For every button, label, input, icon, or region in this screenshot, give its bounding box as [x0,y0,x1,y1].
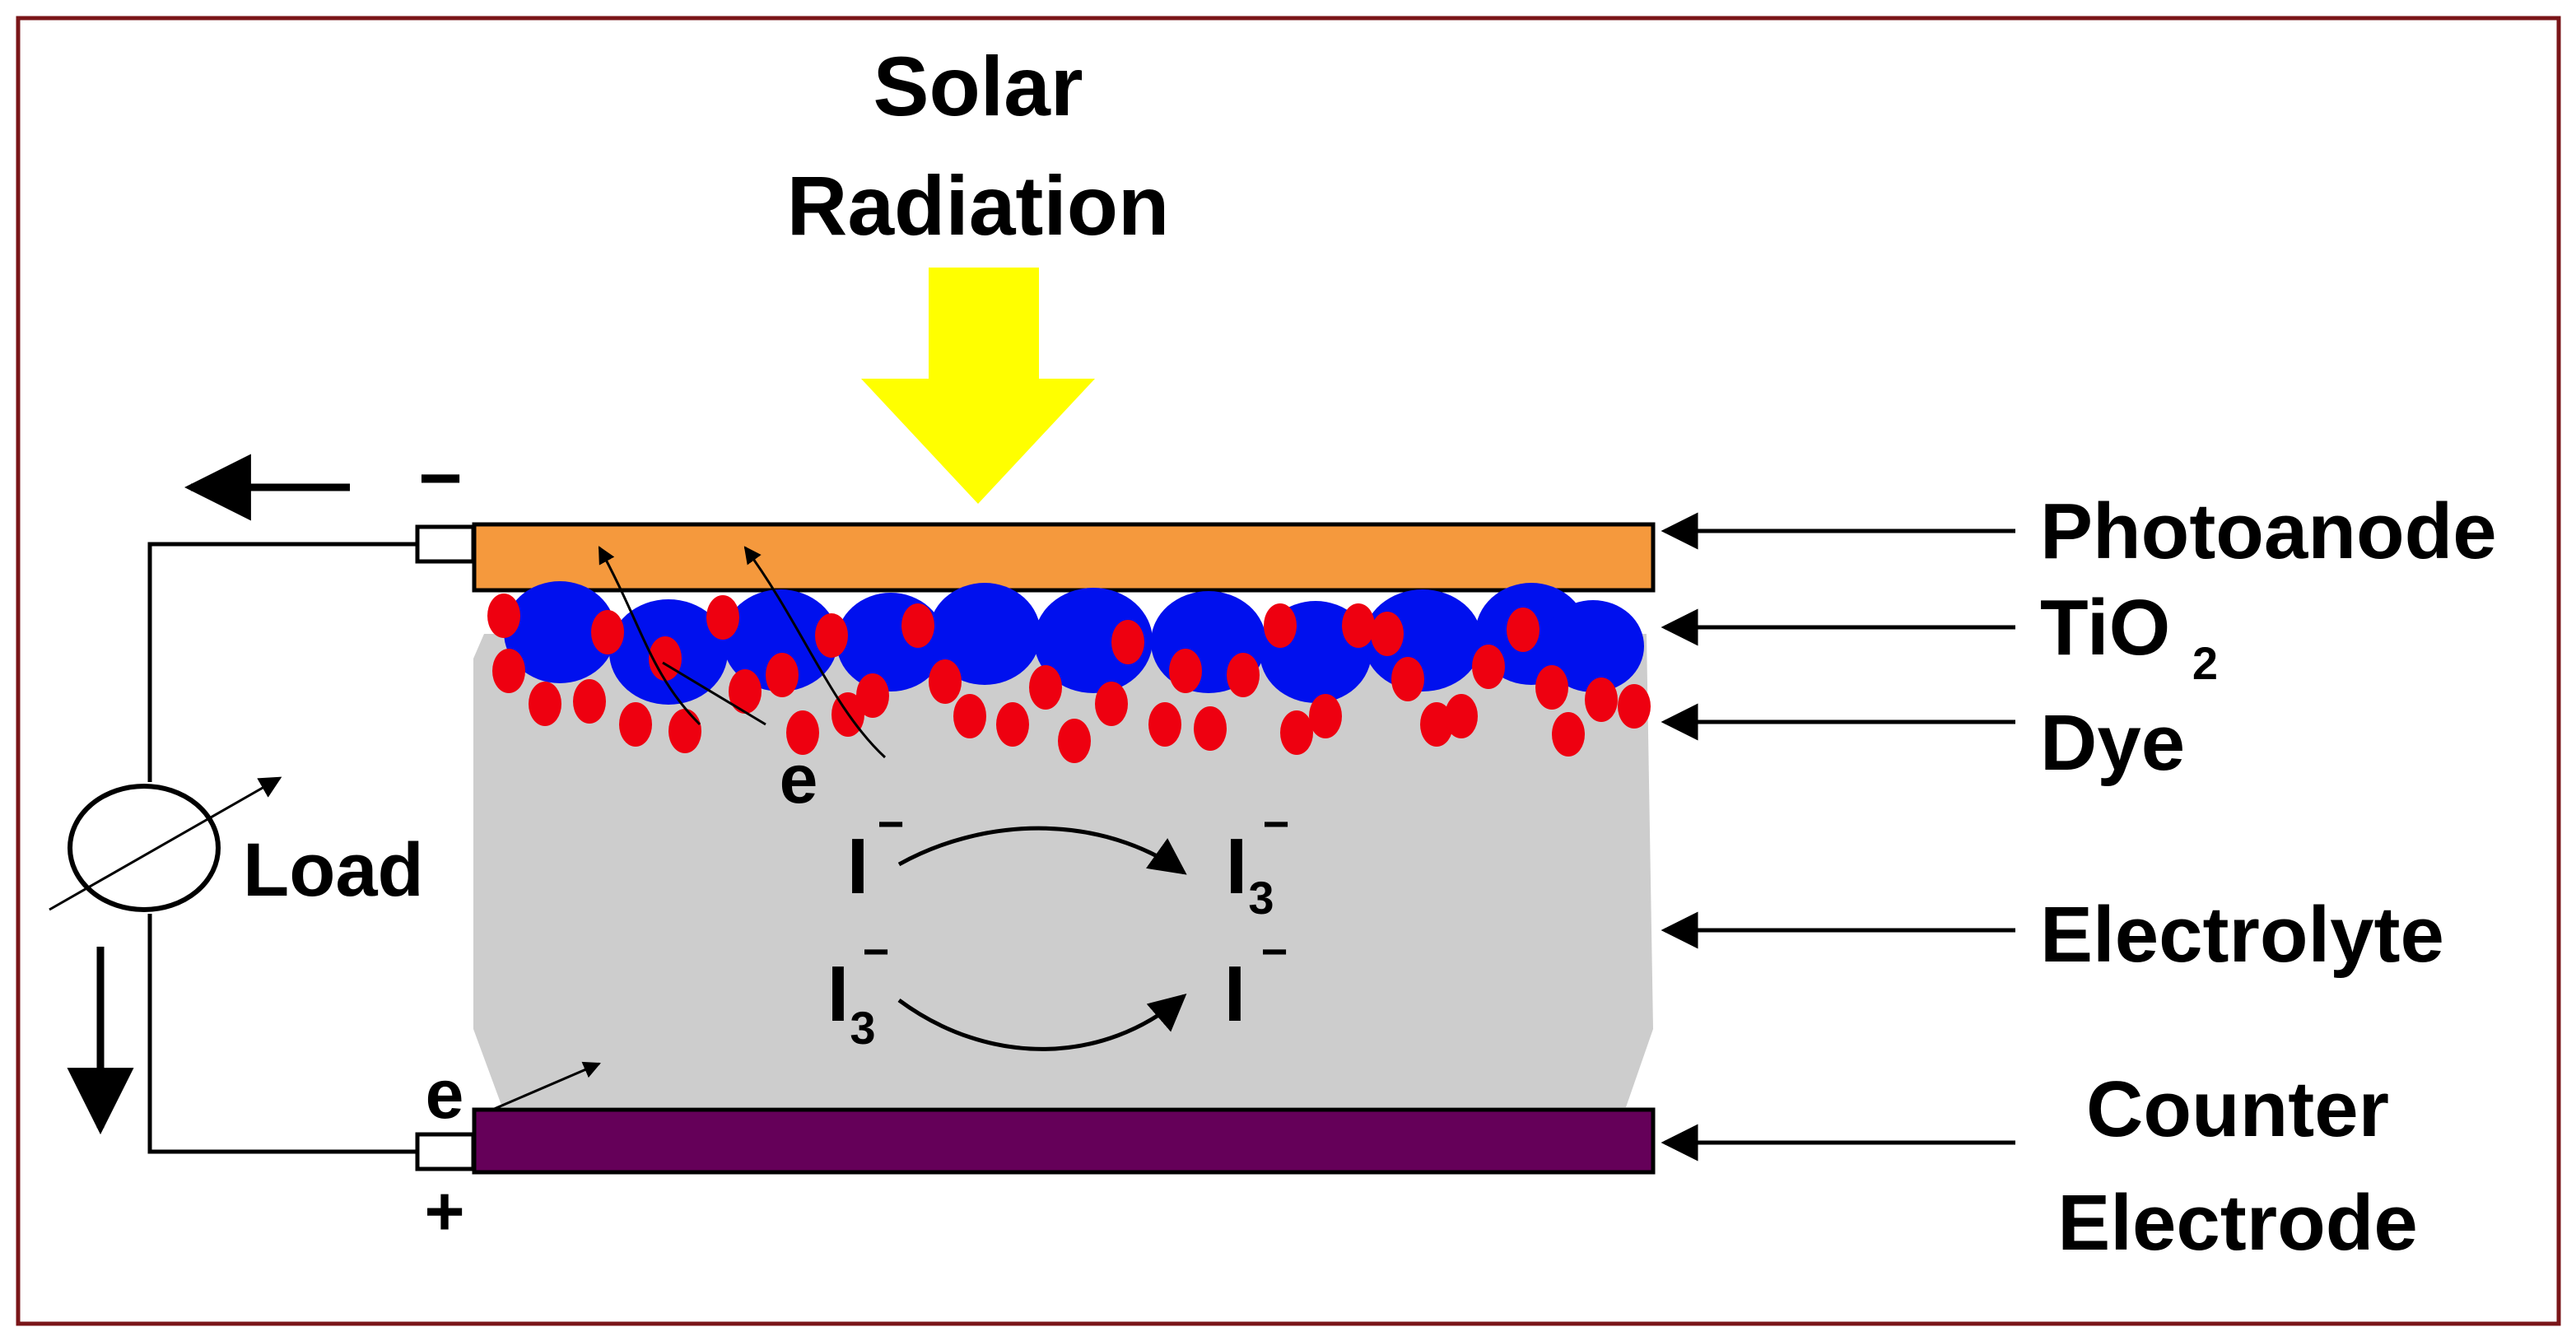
positive-sign: + [424,1172,464,1250]
negative-sign: − [418,436,463,520]
photoanode-plate [472,522,1656,593]
counter-electrode-plate [472,1107,1656,1175]
triiodide-sub-upper: 3 [1248,872,1274,924]
dye-molecule [1227,653,1260,697]
sunlight-arrow [861,268,1095,504]
load-circle [68,784,221,912]
external-circuit-wire [147,542,417,1154]
variable-load-arrow [49,776,282,911]
iodide-charge-upper: − [878,798,905,850]
dye-molecule [1095,682,1128,726]
dye-molecule [1371,612,1404,656]
dye-molecule [706,595,739,640]
dye-molecule [901,603,934,648]
load-symbol [49,776,282,912]
electron-injection-paths [598,546,887,759]
oxidation-arrow [897,826,1187,875]
dye-molecule [1169,649,1202,693]
dye-molecule [591,610,624,654]
tio2-particle [1034,588,1153,693]
dye-molecule [1472,645,1505,689]
dye-molecule [668,709,701,753]
dye-molecule [529,682,561,726]
triiodide-charge-upper: − [1263,798,1290,850]
redox-reaction-lower: I 3 − I − [827,925,1288,1054]
dye-molecule [487,594,520,638]
dye-molecule [1148,702,1181,747]
dye-molecule [1391,657,1424,701]
dye-molecule [573,679,606,724]
dye-molecule [1111,620,1144,664]
dye-molecule [1194,706,1227,751]
triiodide-label-upper: I [1226,822,1248,910]
tio2-particle [504,581,616,683]
title-line-1: Solar [873,40,1083,133]
dye-molecule [996,702,1029,747]
tio2-particle [929,583,1041,685]
tio2-label-main: TiO [2040,584,2170,672]
dye-molecule [1264,603,1297,648]
dye-molecule [619,702,652,747]
dye-molecule [1309,694,1342,738]
dye-molecule [1280,710,1313,755]
dye-molecule [1445,694,1478,738]
triiodide-label-lower: I [827,950,850,1038]
dye-molecule [929,659,962,704]
negative-terminal [415,524,476,564]
dye-molecule [1585,677,1618,722]
title-line-2: Radiation [787,159,1170,253]
dye-molecule [1029,665,1062,710]
dye-label: Dye [2040,699,2185,787]
dye-molecule [1507,608,1540,652]
electron-path-counter [491,1061,601,1111]
photoanode-label: Photoanode [2040,487,2497,575]
dye-molecule [492,649,525,693]
label-pointers [1661,512,2015,1162]
load-label: Load [243,828,424,912]
electron-label-bottom: e [426,1055,464,1133]
electron-label-top: e [780,740,818,817]
dye-molecule [729,669,762,714]
iodide-label-lower: I [1224,950,1246,1038]
dye-molecule [1535,665,1568,710]
reduction-arrow [897,994,1187,1051]
iodide-charge-lower: − [1261,925,1288,977]
positive-terminal [415,1132,476,1171]
tio2-particle [1542,600,1644,692]
dye-molecule [1342,603,1375,648]
dye-molecule [1618,684,1651,729]
dye-molecule [953,694,986,738]
dye-molecule [856,673,889,718]
redox-reaction-upper: I − I 3 − [847,798,1290,924]
dye-molecule [786,710,819,755]
dye-molecule-layer [487,594,1651,763]
tio2-label-subscript: 2 [2192,637,2218,689]
counter-electrode-label-line-2: Electrode [2057,1179,2417,1267]
electrolyte-label: Electrolyte [2040,891,2444,979]
dye-molecule [766,653,799,697]
dye-molecule [1058,719,1091,763]
dye-molecule [1420,702,1453,747]
counter-electrode-label-line-1: Counter [2086,1065,2389,1153]
triiodide-sub-lower: 3 [850,1002,875,1054]
tio2-label: TiO 2 [2040,584,2218,689]
iodide-label-upper: I [847,822,869,910]
triiodide-charge-lower: − [863,925,890,977]
dye-molecule [1552,712,1585,757]
electrolyte-region [473,634,1653,1107]
tio2-particle [723,589,838,691]
dye-molecule [815,613,848,658]
